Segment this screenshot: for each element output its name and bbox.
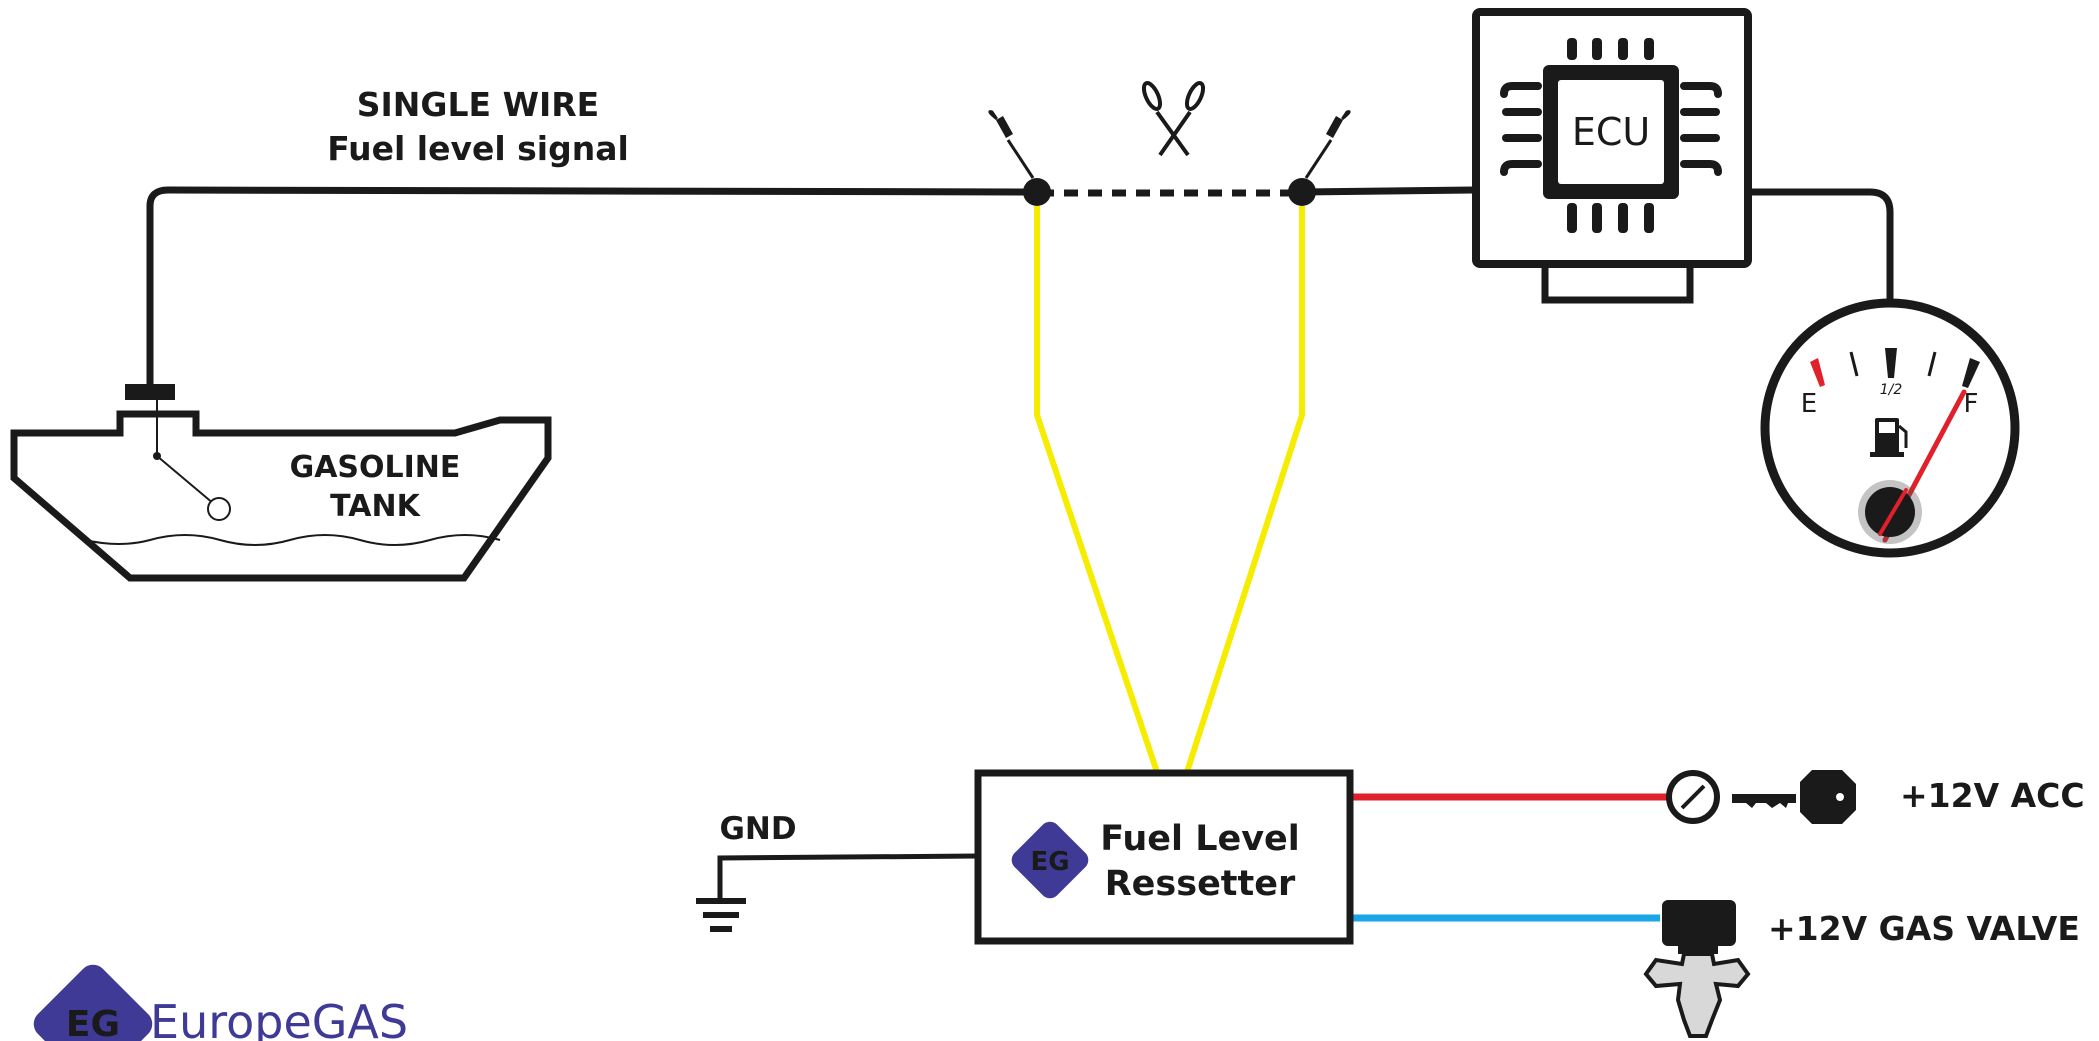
gauge-needle-hub — [1865, 487, 1915, 537]
logo-brand-text: EuropeGAS — [150, 995, 408, 1041]
ecu-chip-pins-bottom — [1567, 203, 1654, 233]
ecu-chip-pins-right — [1680, 82, 1722, 176]
signal-wire-left — [146, 186, 1036, 388]
gas-valve-label: +12V GAS VALVE — [1768, 909, 2080, 948]
gauge-tick-full — [1962, 358, 1980, 388]
signal-wire-to-ecu — [1301, 186, 1474, 196]
gauge-needle-over-hub — [1878, 488, 1908, 536]
gauge-half-label: 1/2 — [1880, 382, 1903, 398]
ecu-chip-pins-left — [1500, 82, 1542, 176]
gauge-tick-quarter — [1849, 351, 1859, 377]
signal-label-line1: SINGLE WIRE — [357, 85, 599, 124]
ignition-key-icon — [1732, 770, 1856, 824]
eg-badge-text: EG — [1030, 847, 1069, 877]
eg-badge-icon: EG — [1011, 821, 1089, 899]
ignition-switch-icon — [1666, 770, 1720, 824]
ecu-mount-tab — [1541, 262, 1694, 304]
fuel-level-resetter: GND EG Fuel Level Ressetter — [696, 769, 1670, 945]
europegas-logo: EG EuropeGAS — [33, 964, 408, 1041]
splice-node-left — [1023, 178, 1051, 206]
tank-liquid-wave — [84, 534, 501, 546]
float-arm — [156, 455, 215, 505]
gnd-label: GND — [719, 811, 796, 847]
acc-label: +12V ACC — [1900, 776, 2085, 815]
tank-label-line1: GASOLINE — [290, 450, 461, 485]
tank-label-line2: TANK — [330, 489, 421, 524]
float-ball — [207, 497, 231, 521]
gauge-tick-half — [1885, 348, 1897, 378]
fuel-pump-icon — [1870, 418, 1908, 457]
ecu-module: ECU — [1472, 8, 1752, 304]
gasoline-tank: GASOLINE TANK — [10, 384, 552, 582]
ecu-label: ECU — [1572, 110, 1650, 154]
probe-icon-left — [988, 110, 1035, 179]
yellow-tap-wire-left — [1034, 206, 1161, 776]
ecu-chip-face — [1558, 80, 1664, 184]
splice-node-right — [1288, 178, 1316, 206]
ecu-chip-pins-top — [1567, 38, 1654, 60]
resetter-label-line2: Ressetter — [1105, 864, 1296, 904]
logo-badge-icon — [33, 964, 153, 1041]
tank-sender-cap — [125, 384, 175, 400]
resetter-label-line1: Fuel Level — [1100, 819, 1300, 859]
gauge-empty-label: E — [1801, 389, 1817, 419]
scissors-icon — [1141, 81, 1206, 157]
ecu-to-gauge-wire — [1747, 188, 1894, 300]
gas-valve-icon — [1643, 900, 1751, 1038]
logo-badge-text: EG — [66, 1004, 120, 1041]
ground-symbol-icon — [696, 898, 746, 932]
gnd-wire — [717, 853, 979, 900]
yellow-tap-wire-right — [1183, 206, 1305, 776]
tank-outline — [10, 410, 552, 582]
gauge-tick-empty — [1810, 358, 1825, 387]
probe-icon-right — [1304, 110, 1351, 179]
fuel-gauge: E 1/2 F — [1760, 298, 2020, 558]
gauge-full-label: F — [1964, 389, 1979, 419]
signal-label-line2: Fuel level signal — [327, 129, 629, 168]
gauge-tick-three-quarter — [1927, 351, 1937, 377]
